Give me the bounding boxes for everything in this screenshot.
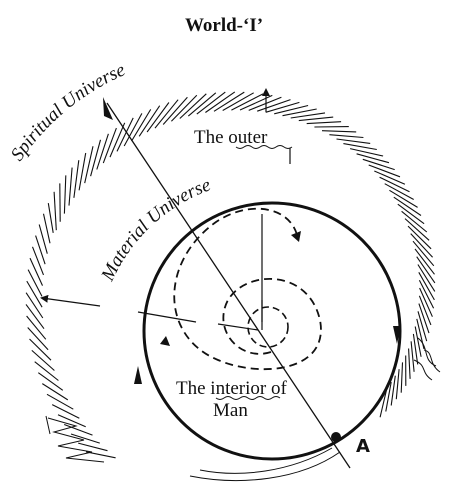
hatch-stroke <box>85 146 93 183</box>
hatch-stroke <box>54 192 56 230</box>
hatch-stroke <box>188 93 216 116</box>
hatch-stroke <box>35 362 59 381</box>
spiritual-universe-label: Spiritual Universe <box>7 59 129 164</box>
hatch-stroke <box>398 204 424 224</box>
hatch-scribble-left <box>46 416 104 462</box>
hatch-stroke <box>411 234 433 258</box>
hatch-stroke <box>274 106 308 114</box>
hatch-stroke <box>28 270 42 297</box>
hatch-stroke <box>197 92 226 114</box>
hatch-stroke <box>350 149 383 156</box>
diagram-title: World-‘I’ <box>185 15 263 36</box>
hatch-stroke <box>396 369 399 399</box>
hatch-stroke <box>266 102 300 112</box>
hatch-stroke <box>409 349 411 379</box>
hatch-stroke <box>418 311 427 341</box>
hatch-stroke <box>32 350 55 370</box>
hatch-stroke <box>64 175 65 213</box>
hatch-stroke <box>30 258 43 286</box>
hatch-stroke <box>205 92 234 113</box>
hatch-stroke <box>214 92 244 111</box>
left-arrow-icon <box>42 298 100 306</box>
hatch-stroke <box>97 134 109 170</box>
hatch-stroke <box>391 376 395 406</box>
hatch-stroke <box>291 113 325 118</box>
interior-label-line2: Man <box>213 400 248 421</box>
hatch-stroke <box>408 226 431 249</box>
hatch-stroke <box>78 443 107 451</box>
hatch-stroke <box>52 405 79 419</box>
axis-arrow-icon <box>103 97 113 120</box>
hatch-stroke <box>337 139 371 143</box>
hatch-stroke <box>322 131 356 132</box>
point-a <box>331 432 341 442</box>
hatch-stroke <box>357 154 389 163</box>
hatch-stroke <box>38 373 63 391</box>
center-small-circle <box>248 307 288 347</box>
hatch-stroke <box>411 341 414 372</box>
hatch-stroke <box>299 117 333 121</box>
hatch-stroke <box>47 394 73 409</box>
hatch-stroke <box>401 362 402 392</box>
hatch-stroke <box>180 94 207 119</box>
center-radials <box>138 214 262 330</box>
material-universe-circle <box>144 203 400 459</box>
hatch-stroke <box>27 281 42 307</box>
hatch-scribble-right <box>414 338 440 380</box>
hatch-stroke <box>139 106 160 137</box>
hatch-stroke <box>417 257 435 283</box>
hatch-stroke <box>171 95 196 121</box>
hatch-stroke <box>329 135 363 138</box>
hatch-stroke <box>402 211 427 232</box>
hatch-stroke <box>91 140 101 176</box>
hatch-stroke <box>307 122 341 124</box>
hatch-stroke <box>155 100 178 128</box>
interior-label-line1: The interior of <box>176 378 287 399</box>
the-outer-label: The outer <box>194 127 268 148</box>
hatch-stroke <box>74 160 79 198</box>
hatch-stroke <box>79 153 86 190</box>
hatch-stroke <box>33 247 44 275</box>
bottom-tail <box>190 448 340 481</box>
hatch-stroke <box>363 159 395 169</box>
hatch-stroke <box>147 103 169 133</box>
hatch-stroke <box>69 168 72 206</box>
spiral-arrow-left-icon <box>160 336 170 346</box>
hatch-stroke <box>343 144 376 150</box>
hatch-stroke <box>44 214 51 244</box>
hatch-stroke <box>163 97 187 124</box>
hatch-stroke <box>413 241 434 266</box>
counter-arrow-icon <box>134 366 142 384</box>
point-a-label: A <box>356 436 370 457</box>
hatch-stroke <box>418 265 435 292</box>
hatch-stroke <box>415 249 435 274</box>
hatch-stroke <box>42 384 68 400</box>
hatch-stroke <box>64 425 92 436</box>
spiritual-universe-text: Spiritual Universe <box>7 59 129 164</box>
hatch-stroke <box>48 203 53 233</box>
hatch-stroke <box>405 219 429 241</box>
hatch-stroke <box>26 293 43 318</box>
